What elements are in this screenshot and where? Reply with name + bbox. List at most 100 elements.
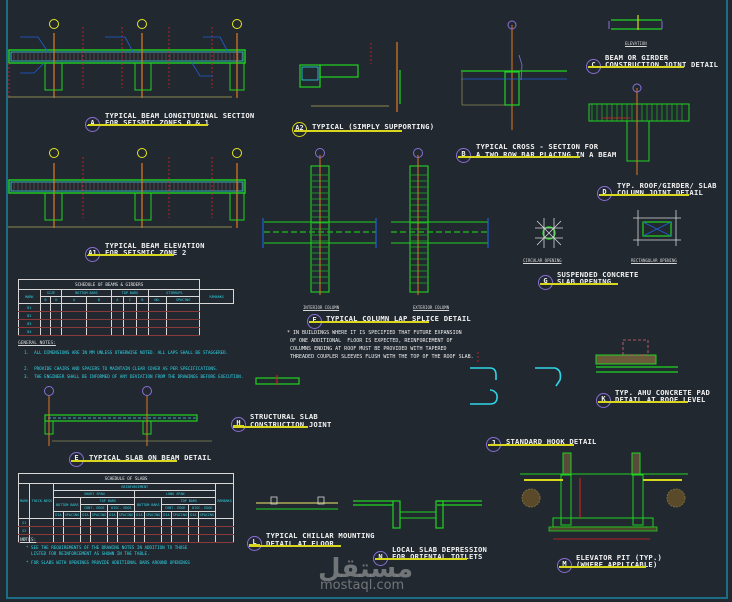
row-mark: S3 <box>17 534 31 543</box>
general-notes-heading: GENERAL NOTES: <box>18 341 56 346</box>
title-line1: TYP. ROOF/GIRDER/ SLAB <box>617 181 717 190</box>
title-line1: LOCAL SLAB DEPRESSION <box>392 545 488 554</box>
subheader-cell: DIA <box>53 511 64 519</box>
note-item: LISTED FOR REINFORCEMENT AS SHOWN IN THE… <box>26 551 150 556</box>
note-line: THREADED COUPLER SLEEVES FLUSH WITH THE … <box>290 354 474 360</box>
subheader-cell: B <box>39 296 52 304</box>
title-line2: FOR ORIENTAL TOILETS <box>392 552 483 561</box>
header-cell: MARK <box>17 483 31 519</box>
header-cell: THICK-NESS <box>29 483 55 519</box>
row-mark: S1 <box>17 518 31 527</box>
title-underline <box>88 124 208 126</box>
title-line2: COLUMN JOINT DETAIL <box>617 188 704 197</box>
table-row: S3 <box>17 534 234 543</box>
detail-a-drawing <box>8 19 246 98</box>
detail-e-drawing <box>44 386 212 446</box>
title-line1: SUSPENDED CONCRETE <box>557 270 639 279</box>
elevation-label: ELEVATION <box>625 41 647 46</box>
exterior-column-label: EXTERIOR COLUMN <box>413 305 450 310</box>
header-cell: TOP BARS <box>161 497 217 505</box>
table-row: B1 <box>18 303 234 312</box>
drawing-frame-right <box>726 0 728 598</box>
schedule-title: SCHEDULE OF BEAMS & GIRDERS <box>17 279 201 290</box>
subheader-cell: DIA <box>80 511 91 519</box>
detail-m-drawing <box>520 452 688 540</box>
detail-h-drawing <box>255 375 300 385</box>
row-mark: B2 <box>18 311 41 320</box>
title-underline <box>599 194 689 196</box>
header-cell: CONT. EDGE <box>80 504 109 512</box>
detail-j-drawing <box>470 352 562 405</box>
slab-notes-heading: NOTES: <box>20 538 37 543</box>
title-line1: STRUCTURAL SLAB <box>250 412 318 421</box>
note-item: 1. ALL DIMENSIONS ARE IN MM UNLESS OTHER… <box>24 350 229 355</box>
table-row: S1 <box>17 518 234 527</box>
subheader-cell: SPACING <box>62 511 82 519</box>
title-underline <box>249 545 341 547</box>
detail-d-drawing <box>588 83 690 175</box>
note-item: * SEE THE REQUIREMENTS OF THE DRAWING NO… <box>26 545 188 550</box>
title-line1: TYP. AHU CONCRETE PAD <box>615 388 711 397</box>
header-cell: BOTTOM BARS <box>134 497 163 512</box>
subheader-cell: SPACING <box>143 511 163 519</box>
note-item: 3. THE ENGINEER SHALL BE INFORMED OF ANY… <box>24 374 244 379</box>
note-item: 2. PROVIDE CHAIRS AND SPACERS TO MAINTAI… <box>24 366 219 371</box>
header-cell: REINFORCEMENT <box>53 483 217 491</box>
subheader-cell: DIA <box>107 511 118 519</box>
title-line2: DETAIL AT FLOOR <box>266 539 334 548</box>
title-line1: TYPICAL BEAM LONGITUDINAL SECTION <box>105 111 255 120</box>
row-mark: B4 <box>18 327 41 336</box>
header-cell: CONT. EDGE <box>161 504 190 512</box>
title-line2: A TWO ROW BAR PLACING IN A BEAM <box>476 150 617 159</box>
watermark-latin: mostaql.com <box>320 578 405 593</box>
header-cell: REMARKS <box>215 483 234 519</box>
title-line1: TYPICAL COLUMN LAP SPLICE DETAIL <box>326 314 471 323</box>
title-line2: DETAIL AT ROOF LEVEL <box>615 395 706 404</box>
header-cell: SIZE <box>39 289 63 297</box>
title-underline <box>294 130 402 132</box>
title-line2: FOR SEISMIC ZONES 0 & 1 <box>105 118 210 127</box>
title-line2: CONSTRUCTION JOINT <box>250 420 332 429</box>
detail-tag: L <box>247 536 262 551</box>
drawing-frame-bottom <box>6 597 728 599</box>
detail-g-drawing <box>535 210 681 248</box>
detail-f-drawing <box>262 148 489 295</box>
header-cell: MARK <box>18 289 41 304</box>
title-line1: ELEVATOR PIT (TYP.) <box>576 553 663 562</box>
header-cell: TOP BARS <box>80 497 136 505</box>
title-underline <box>540 283 618 285</box>
title-line2: FOR SEISMIC ZONE 2 <box>105 248 187 257</box>
note-line: OF ONE ADDITIONAL FLOOR IS EXPECTED, REI… <box>290 338 453 344</box>
title-line2: SLAB OPENING <box>557 277 612 286</box>
detail-n-drawing <box>353 500 482 529</box>
note-item: * FOR SLABS WITH OPENINGS PROVIDE ADDITI… <box>26 560 190 565</box>
header-cell: LONG SPAN <box>134 490 217 498</box>
detail-c-drawing <box>608 15 663 30</box>
row-mark: B1 <box>18 303 41 312</box>
title-underline <box>71 460 177 462</box>
title-line1: TYPICAL CHILLAR MOUNTING <box>266 531 375 540</box>
title-line1: TYPICAL SLAB ON BEAM DETAIL <box>89 453 212 462</box>
title-line1: TYPICAL BEAM ELEVATION <box>105 241 205 250</box>
title-underline <box>88 254 174 256</box>
detail-l-drawing <box>256 496 338 510</box>
subheader-cell: NO. <box>148 296 167 304</box>
title-underline <box>488 444 574 446</box>
circular-opening-label: CIRCULAR OPENING <box>523 258 562 263</box>
table-row: B4 <box>18 327 234 336</box>
title-line2: CONSTRUCTION JOINT DETAIL <box>605 60 719 69</box>
header-cell: SHORT SPAN <box>53 490 136 498</box>
title-underline <box>458 156 580 158</box>
subheader-cell: C <box>123 296 137 304</box>
header-cell: STIRRUPS <box>148 289 201 297</box>
schedule-of-beams-table: SCHEDULE OF BEAMS & GIRDERS MARK SIZE BO… <box>17 279 234 336</box>
title-underline <box>309 321 429 323</box>
subheader-cell: A <box>61 296 87 304</box>
title-underline <box>588 66 684 68</box>
table-row: S2 <box>17 526 234 535</box>
subheader-cell: B <box>86 296 112 304</box>
subheader-cell: DIA <box>188 511 199 519</box>
title-line1: TYPICAL CROSS - SECTION FOR <box>476 142 599 151</box>
